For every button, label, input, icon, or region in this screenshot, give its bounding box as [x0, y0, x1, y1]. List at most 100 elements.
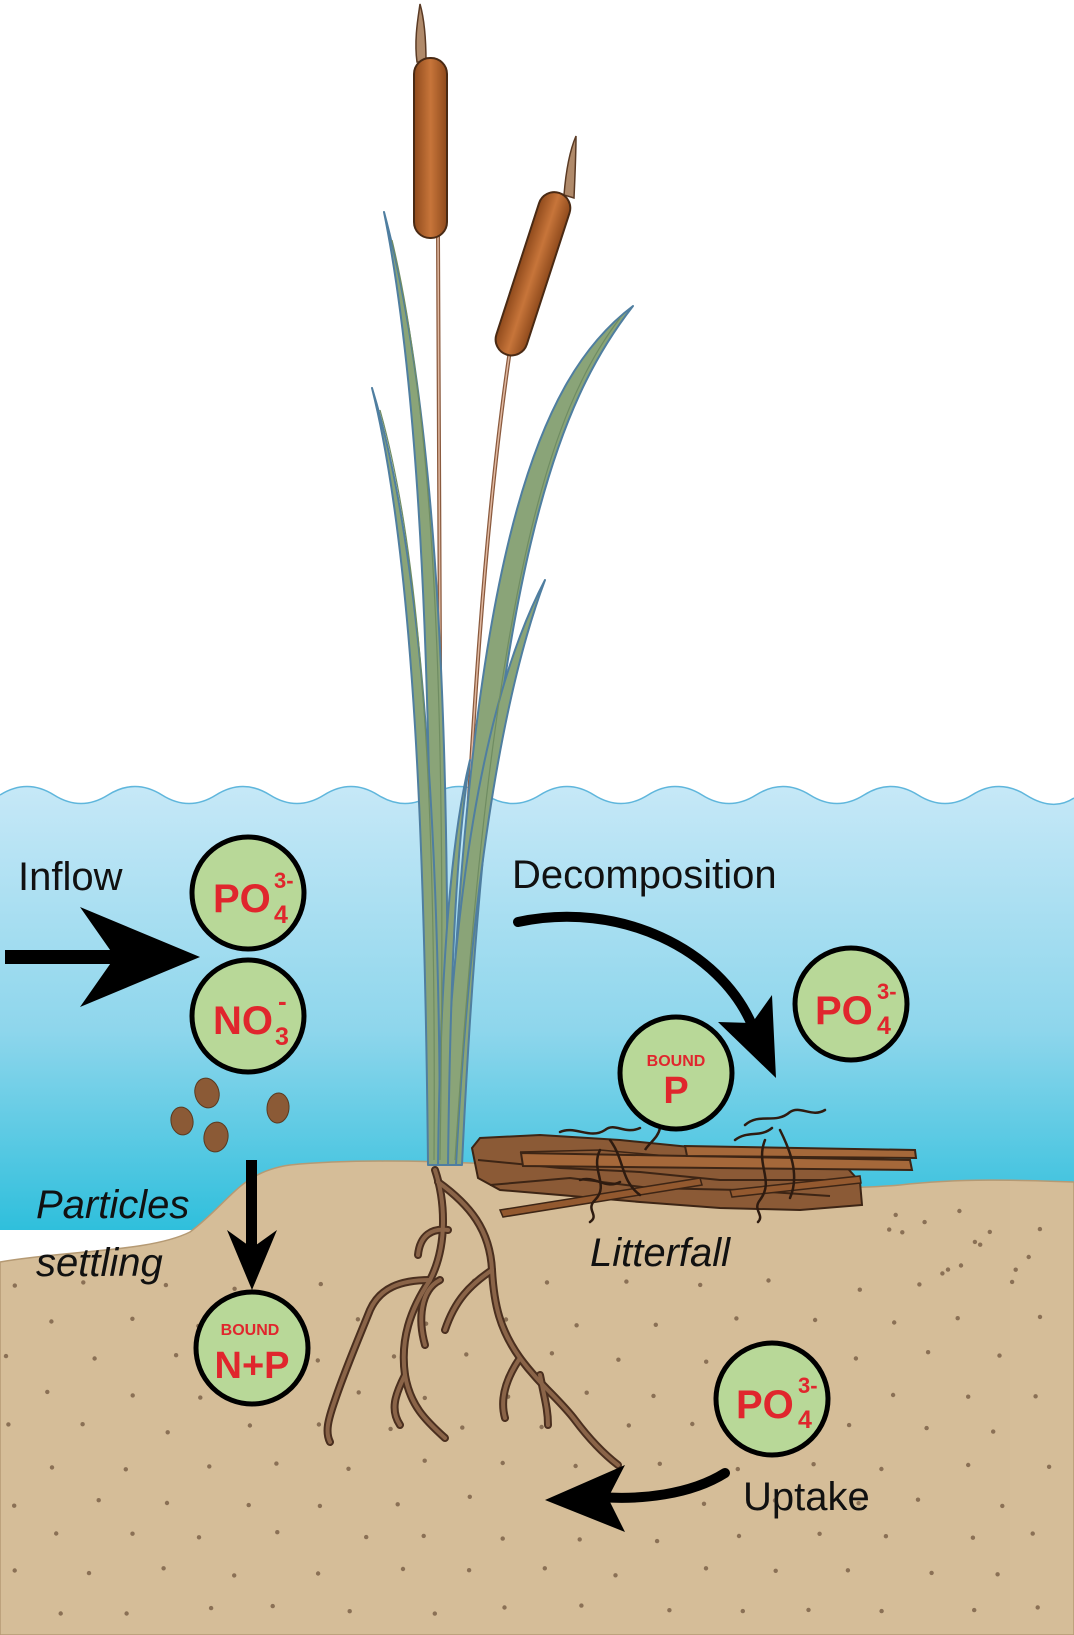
sediment-speck — [6, 1422, 11, 1427]
sediment-speck — [924, 1425, 929, 1431]
sediment-speck — [857, 1287, 862, 1292]
svg-text:N+P: N+P — [215, 1345, 290, 1387]
sediment-speck — [772, 1498, 778, 1503]
svg-text:3-: 3- — [798, 1373, 818, 1398]
sediment-speck — [346, 1466, 351, 1472]
uptake-label: Uptake — [743, 1475, 870, 1519]
sediment-speck — [624, 1279, 629, 1284]
sediment-speck — [544, 1280, 550, 1285]
sediment-speck — [355, 1317, 361, 1322]
sediment-speck — [86, 1570, 92, 1576]
sediment-speck — [925, 1350, 931, 1355]
sediment-speck — [892, 1320, 897, 1325]
sediment-speck — [49, 1319, 54, 1324]
sediment-speck — [806, 1607, 811, 1613]
sediment-speck — [391, 1354, 397, 1359]
svg-text:BOUND: BOUND — [647, 1053, 706, 1070]
sediment-speck — [130, 1316, 135, 1322]
sediment-speck — [270, 1603, 275, 1609]
sediment-speck — [549, 1351, 555, 1356]
svg-text:NO: NO — [213, 999, 273, 1043]
sediment-speck — [701, 1501, 707, 1507]
sediment-speck — [232, 1573, 237, 1578]
sediment-speck — [574, 1323, 579, 1328]
root-system-fill — [325, 1168, 620, 1467]
sediment-speck — [92, 1356, 97, 1361]
sediment-speck — [173, 1353, 179, 1358]
cattail-leaves — [371, 211, 634, 1166]
sediment-speck — [1000, 1503, 1005, 1509]
svg-text:4: 4 — [274, 901, 288, 929]
sediment-speck — [130, 1393, 135, 1398]
sediment-speck — [812, 1317, 818, 1323]
sediment-speck — [845, 1568, 851, 1573]
sediment-speck — [12, 1503, 17, 1508]
sediment-speck — [500, 1536, 505, 1541]
sediment-speck — [893, 1212, 898, 1218]
sediment-speck — [503, 1317, 509, 1322]
sediment-speck — [12, 1568, 17, 1573]
sediment-speck — [955, 1316, 960, 1321]
sediment-speck — [247, 1423, 253, 1428]
sediment-speck — [995, 1572, 1000, 1577]
sediment-speck — [130, 1531, 135, 1536]
sediment-speck — [773, 1568, 778, 1574]
sediment-speck — [736, 1533, 742, 1539]
sediment-speck — [207, 1464, 212, 1469]
sediment-speck — [997, 1353, 1002, 1358]
sediment-speck — [460, 1425, 465, 1430]
sediment-speck — [704, 1359, 709, 1364]
sediment-speck — [703, 1566, 709, 1571]
sediment-speck — [422, 1395, 427, 1401]
sediment-speck — [123, 1467, 128, 1472]
sediment-speck — [45, 1389, 50, 1395]
inflow-arrow — [5, 907, 200, 1007]
sediment-speck — [958, 1263, 964, 1268]
sediment-speck — [653, 1322, 658, 1328]
bound-np-circle: BOUND N+P — [193, 1289, 311, 1407]
particles-settling-label-line2: settling — [36, 1241, 163, 1285]
decomposition-arrow — [513, 911, 776, 1078]
sediment-speck — [1035, 1605, 1040, 1610]
uptake-phosphate-circle: PO 4 3- — [713, 1340, 831, 1458]
sediment-speck — [54, 1531, 59, 1536]
sediment-speck — [887, 1227, 892, 1232]
sediment-speck — [1046, 1464, 1052, 1470]
sediment-speck — [991, 1429, 996, 1434]
svg-text:3-: 3- — [877, 979, 897, 1004]
sediment-speck — [1026, 1254, 1031, 1260]
sediment-speck — [388, 1426, 393, 1432]
sediment-speck — [915, 1497, 921, 1502]
sediment-speck — [364, 1534, 369, 1540]
settling-particles — [170, 1077, 290, 1153]
leaf-litter-pile — [470, 1108, 918, 1224]
inflow-phosphate-circle: PO 4 3- — [189, 834, 307, 952]
sediment-speck — [196, 1535, 202, 1540]
svg-text:P: P — [663, 1070, 688, 1112]
sediment-speck — [422, 1458, 427, 1463]
sediment-speck — [740, 1608, 745, 1614]
sediment-speck — [970, 1535, 976, 1540]
sediment-speck — [356, 1390, 361, 1395]
sediment-speck — [698, 1282, 703, 1288]
sediment-speck — [735, 1466, 740, 1472]
sediment-speck — [657, 1461, 662, 1467]
sediment-speck — [317, 1503, 323, 1509]
decomposition-label: Decomposition — [512, 853, 777, 897]
sediment-speck — [817, 1531, 822, 1537]
sediment-speck — [49, 1465, 55, 1470]
sediment-speck — [347, 1609, 352, 1614]
sediment-speck — [966, 1394, 971, 1399]
inflow-label: Inflow — [18, 855, 123, 899]
sediment-speck — [1013, 1267, 1018, 1272]
sediment-speck — [164, 1500, 170, 1506]
svg-text:BOUND: BOUND — [221, 1322, 280, 1339]
sediment-speck — [987, 1229, 992, 1235]
water-surface-line — [0, 785, 1074, 805]
svg-text:3: 3 — [275, 1023, 289, 1051]
sediment-speck — [766, 1278, 771, 1283]
sediment-speck — [667, 1608, 672, 1613]
sediment-speck — [945, 1267, 951, 1272]
sediment-speck — [198, 1395, 203, 1400]
sediment-speck — [96, 1498, 101, 1503]
